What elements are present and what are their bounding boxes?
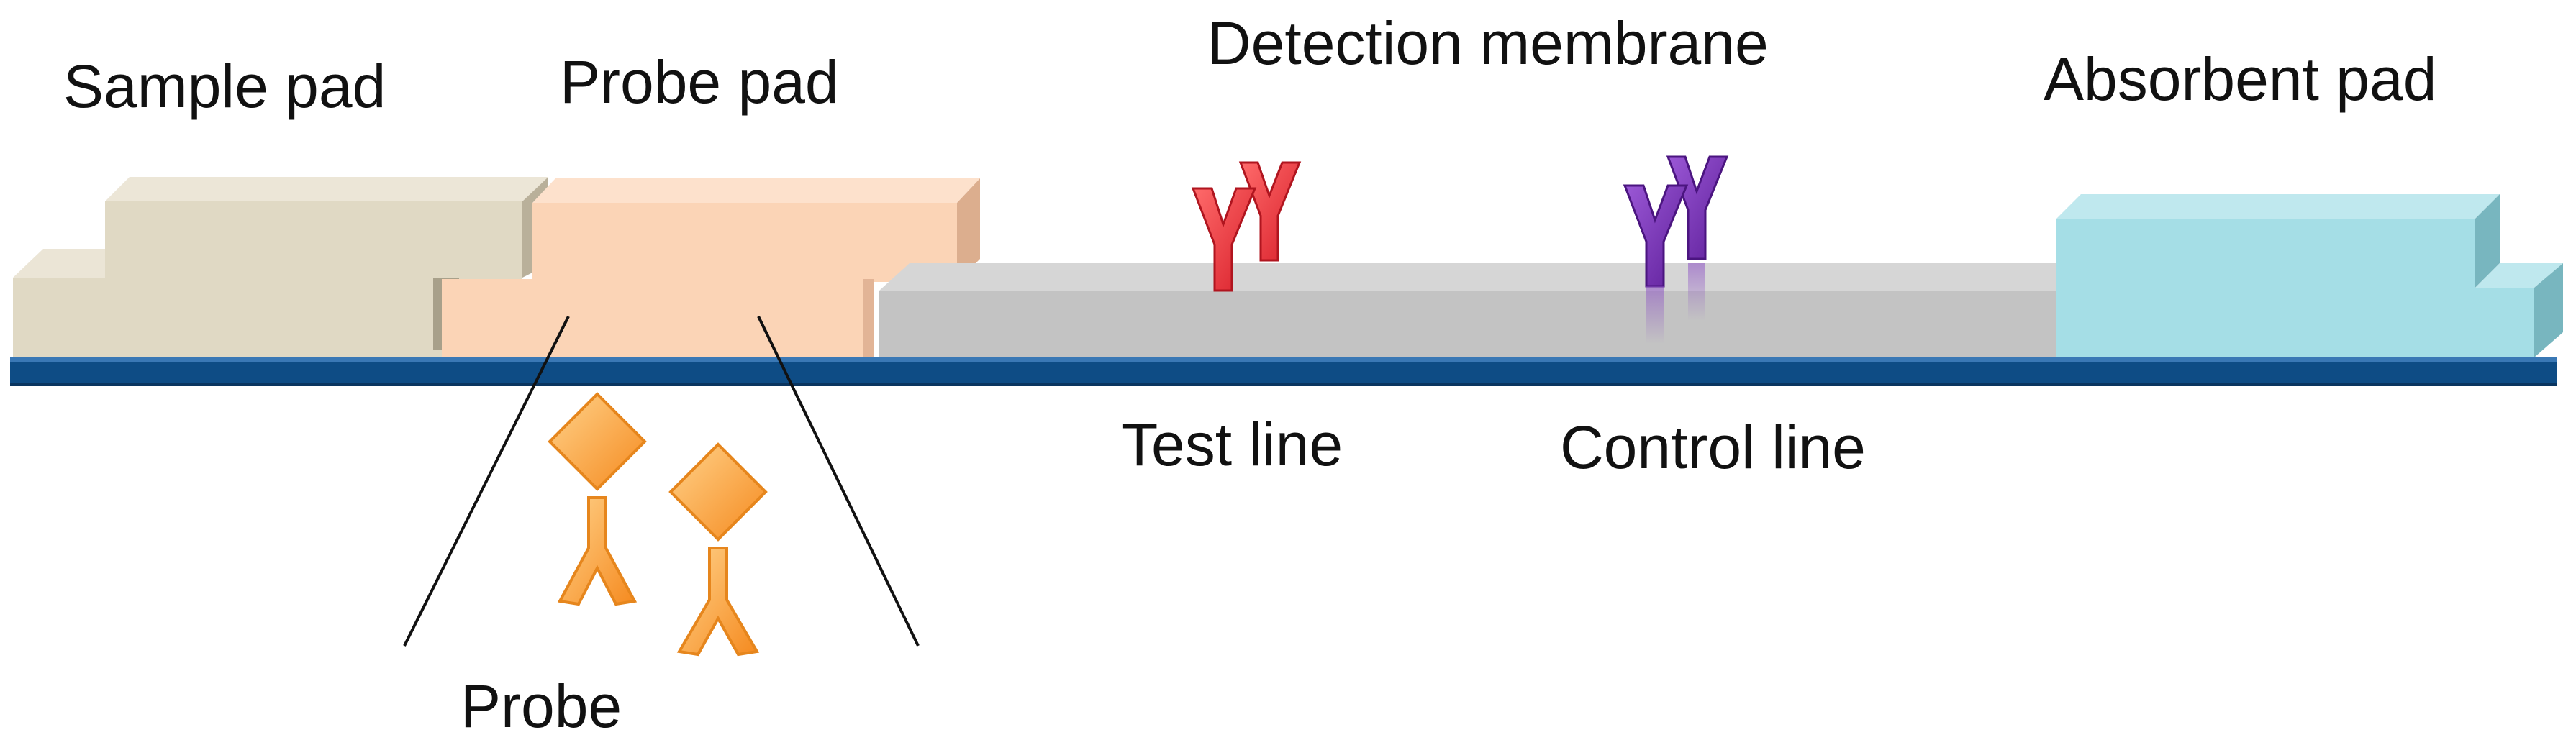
detection-membrane-label: Detection membrane <box>1207 9 1769 77</box>
probe-pad-label: Probe pad <box>560 48 839 116</box>
sample-pad-label: Sample pad <box>63 52 386 120</box>
backing-card <box>10 357 2557 386</box>
probe-icon <box>668 442 768 657</box>
control-line-antibodies <box>1623 155 1729 344</box>
detection-membrane <box>879 263 2124 357</box>
control-line-label: Control line <box>1560 414 1866 481</box>
probe-label: Probe <box>461 672 622 740</box>
absorbent-pad-label: Absorbent pad <box>2044 45 2437 113</box>
test-line-label: Test line <box>1121 411 1343 478</box>
control-antibody-icon <box>1623 184 1689 288</box>
absorbent-pad <box>2056 194 2563 357</box>
probe-pad <box>442 178 980 357</box>
probe-icon <box>548 392 647 606</box>
test-antibody-icon <box>1191 187 1257 292</box>
test-line-antibodies <box>1191 161 1302 292</box>
control-antibody-icon <box>1666 155 1729 260</box>
probe-zoom-lines <box>403 316 920 647</box>
test-antibody-icon <box>1238 161 1302 262</box>
